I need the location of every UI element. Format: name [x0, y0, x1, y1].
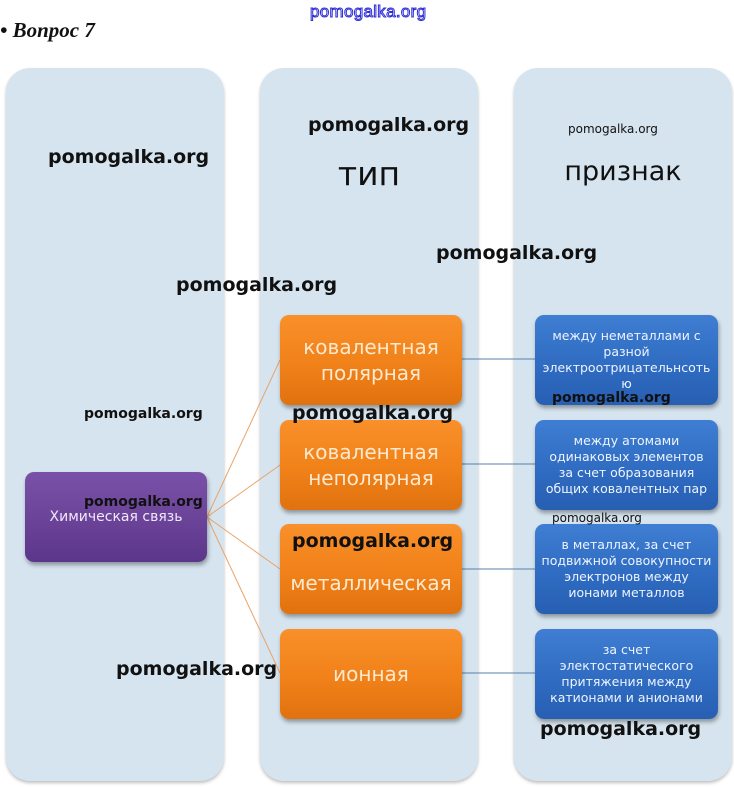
site-watermark: pomogalka.org	[309, 2, 427, 22]
watermark: pomogalka.org	[540, 718, 702, 740]
type-node-covalent-nonpolar: ковалентная неполярная	[280, 420, 462, 510]
column-heading-feature: признак	[564, 156, 682, 187]
type-label: ионная	[333, 662, 409, 686]
type-node-covalent-polar: ковалентная полярная	[280, 315, 462, 405]
feature-node-ionic: за счет электостатического притяжения ме…	[535, 629, 718, 719]
watermark: pomogalka.org	[84, 494, 203, 510]
type-node-metallic: металлическая	[280, 524, 462, 614]
watermark: pomogalka.org	[48, 146, 210, 168]
root-label: Химическая связь	[49, 509, 183, 525]
watermark: pomogalka.org	[552, 390, 671, 406]
column-root	[6, 68, 224, 781]
feature-node-covalent-nonpolar: между атомами одинаковых элементов за сч…	[535, 420, 718, 510]
type-node-ionic: ионная	[280, 629, 462, 719]
type-label: ковалентная неполярная	[303, 440, 439, 490]
feature-label: за счет электостатического притяжения ме…	[550, 642, 703, 705]
feature-node-covalent-polar: между неметаллами с разной электроотрица…	[535, 315, 718, 405]
type-label: ковалентная полярная	[303, 335, 439, 385]
column-heading-type: тип	[337, 154, 401, 193]
watermark: pomogalka.org	[308, 114, 470, 136]
question-title: • Вопрос 7	[0, 18, 95, 42]
watermark: pomogalka.org	[436, 242, 598, 264]
watermark: pomogalka.org	[292, 530, 454, 552]
feature-node-metallic: в металлах, за счет подвижной совокупнос…	[535, 524, 718, 614]
feature-label: между атомами одинаковых элементов за сч…	[545, 433, 708, 496]
watermark: pomogalka.org	[568, 122, 658, 136]
watermark: pomogalka.org	[84, 406, 203, 422]
watermark: pomogalka.org	[552, 511, 642, 525]
watermark: pomogalka.org	[292, 402, 454, 424]
type-label: металлическая	[290, 571, 452, 595]
feature-label: между неметаллами с разной электроотрица…	[542, 328, 711, 391]
feature-label: в металлах, за счет подвижной совокупнос…	[541, 537, 712, 600]
watermark: pomogalka.org	[176, 274, 338, 296]
root-node-chemical-bond: Химическая связь	[25, 472, 207, 562]
watermark: pomogalka.org	[116, 658, 278, 680]
